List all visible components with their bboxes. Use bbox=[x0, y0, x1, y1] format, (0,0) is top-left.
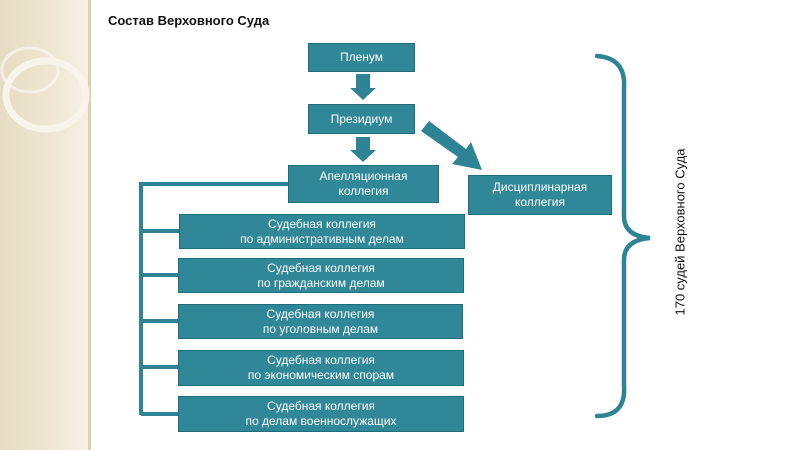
box-plenum: Пленум bbox=[308, 43, 415, 72]
arrow-diagonal-icon bbox=[421, 121, 482, 170]
box-economic-collegium: Судебная коллегия по экономическим спора… bbox=[178, 350, 464, 386]
curly-brace-icon bbox=[594, 53, 651, 419]
judges-count-label: 170 судей Верховного Суда bbox=[672, 148, 688, 316]
box-military-collegium: Судебная коллегия по делам военнослужащи… bbox=[178, 396, 464, 432]
box-appeal-collegium: Апелляционная коллегия bbox=[288, 165, 439, 203]
box-presidium: Президиум bbox=[308, 104, 415, 134]
box-admin-collegium: Судебная коллегия по административным де… bbox=[179, 214, 465, 249]
arrow-down-icon bbox=[350, 74, 376, 100]
box-civil-collegium: Судебная коллегия по гражданским делам bbox=[178, 258, 464, 293]
collegium-connector bbox=[139, 182, 291, 416]
arrow-down-icon bbox=[350, 137, 376, 162]
decorative-rings bbox=[0, 46, 90, 133]
box-disciplinary-collegium: Дисциплинарная коллегия bbox=[468, 175, 612, 215]
box-criminal-collegium: Судебная коллегия по уголовным делам bbox=[178, 304, 463, 339]
decorative-strip-edge bbox=[88, 0, 91, 450]
page-title: Состав Верховного Суда bbox=[108, 13, 270, 28]
